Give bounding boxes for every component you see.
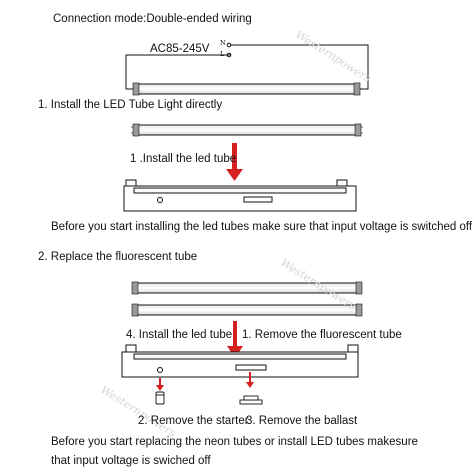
- section2-warning-line2: that input voltage is swiched off: [51, 455, 211, 467]
- remove-starter-label: 2. Remove the starter: [138, 415, 249, 427]
- section1-arrow-label: 1 .Install the led tube: [130, 153, 237, 165]
- wired-led-tube: [132, 82, 361, 96]
- remove-ballast-label: 3. Remove the ballast: [246, 415, 358, 427]
- terminal-l-label: L: [220, 50, 225, 58]
- section2-fixture: [121, 344, 359, 378]
- section1-install-arrow: [226, 143, 243, 181]
- connection-mode-title: Connection mode:Double-ended wiring: [53, 13, 252, 25]
- section1-heading: 1. Install the LED Tube Light directly: [38, 99, 223, 111]
- section1-fixture: [123, 179, 357, 212]
- install-led-tube-label: 4. Install the led tube: [126, 329, 233, 341]
- terminal-n-circle: [226, 42, 232, 48]
- section1-led-tube: [131, 123, 363, 137]
- terminal-n-label: N: [220, 39, 226, 47]
- voltage-label: AC85-245V: [150, 43, 210, 55]
- wire-live: [125, 54, 231, 90]
- section2-heading: 2. Replace the fluorescent tube: [38, 251, 198, 263]
- remove-fluorescent-tube-label: 1. Remove the fluorescent tube: [242, 329, 402, 341]
- wire-neutral: [231, 44, 369, 90]
- section2-led-tube: [131, 303, 363, 317]
- section2-fluorescent-tube: [131, 281, 363, 295]
- ballast-component: [239, 395, 263, 405]
- ballast-removal-arrow: [246, 372, 254, 388]
- section1-warning: Before you start installing the led tube…: [51, 221, 473, 233]
- starter-component: [155, 391, 165, 405]
- section2-warning-line1: Before you start replacing the neon tube…: [51, 436, 418, 448]
- wiring-diagram: [125, 42, 369, 90]
- starter-removal-arrow: [156, 378, 164, 391]
